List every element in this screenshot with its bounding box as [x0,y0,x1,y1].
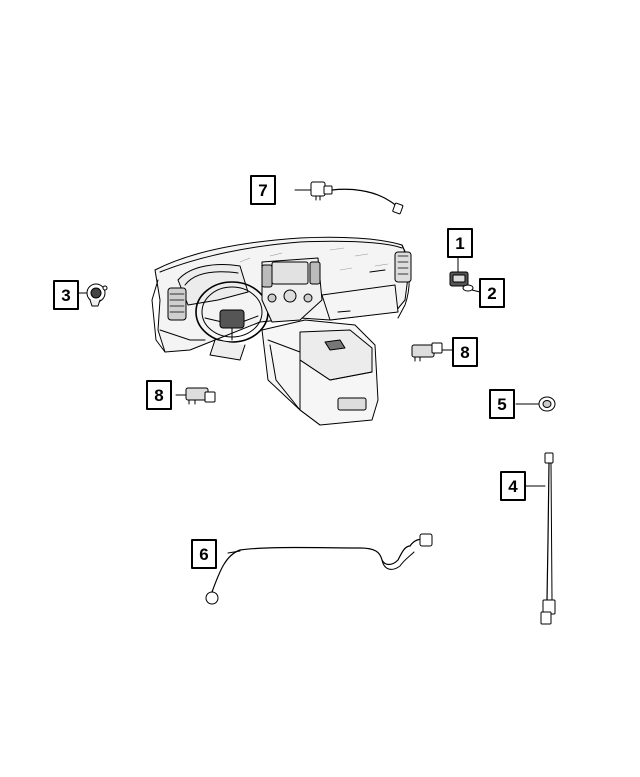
callout-4-label: 4 [508,477,518,496]
center-console [261,319,379,426]
callouts: 1 2 3 4 5 6 7 8 [53,175,526,569]
part-4-harness [523,452,556,625]
callout-6-label: 6 [199,545,208,564]
part-3-sensor [77,283,108,307]
callout-1-label: 1 [455,234,464,253]
callout-8-right-label: 8 [460,343,469,362]
part-8-right-module [411,342,453,362]
callout-2-label: 2 [487,284,496,303]
callout-7-label: 7 [258,181,267,200]
callout-3: 3 [53,280,79,310]
part-7-sensor-harness [294,181,404,215]
callout-6: 6 [191,539,217,569]
callout-2: 2 [479,278,505,308]
callout-4: 4 [500,471,526,501]
callout-1: 1 [447,228,473,258]
callout-8-left: 8 [146,380,172,410]
callout-7: 7 [250,175,276,205]
part-5-grommet [515,396,556,412]
callout-5-label: 5 [497,395,506,414]
part-8-left-module [175,387,216,405]
instrument-panel [151,236,412,361]
callout-8-right: 8 [452,337,478,367]
part-6-harness [205,533,433,605]
callout-3-label: 3 [61,286,70,305]
callout-8-left-label: 8 [154,386,163,405]
callout-5: 5 [489,389,515,419]
part-1-2-switch [449,257,481,293]
